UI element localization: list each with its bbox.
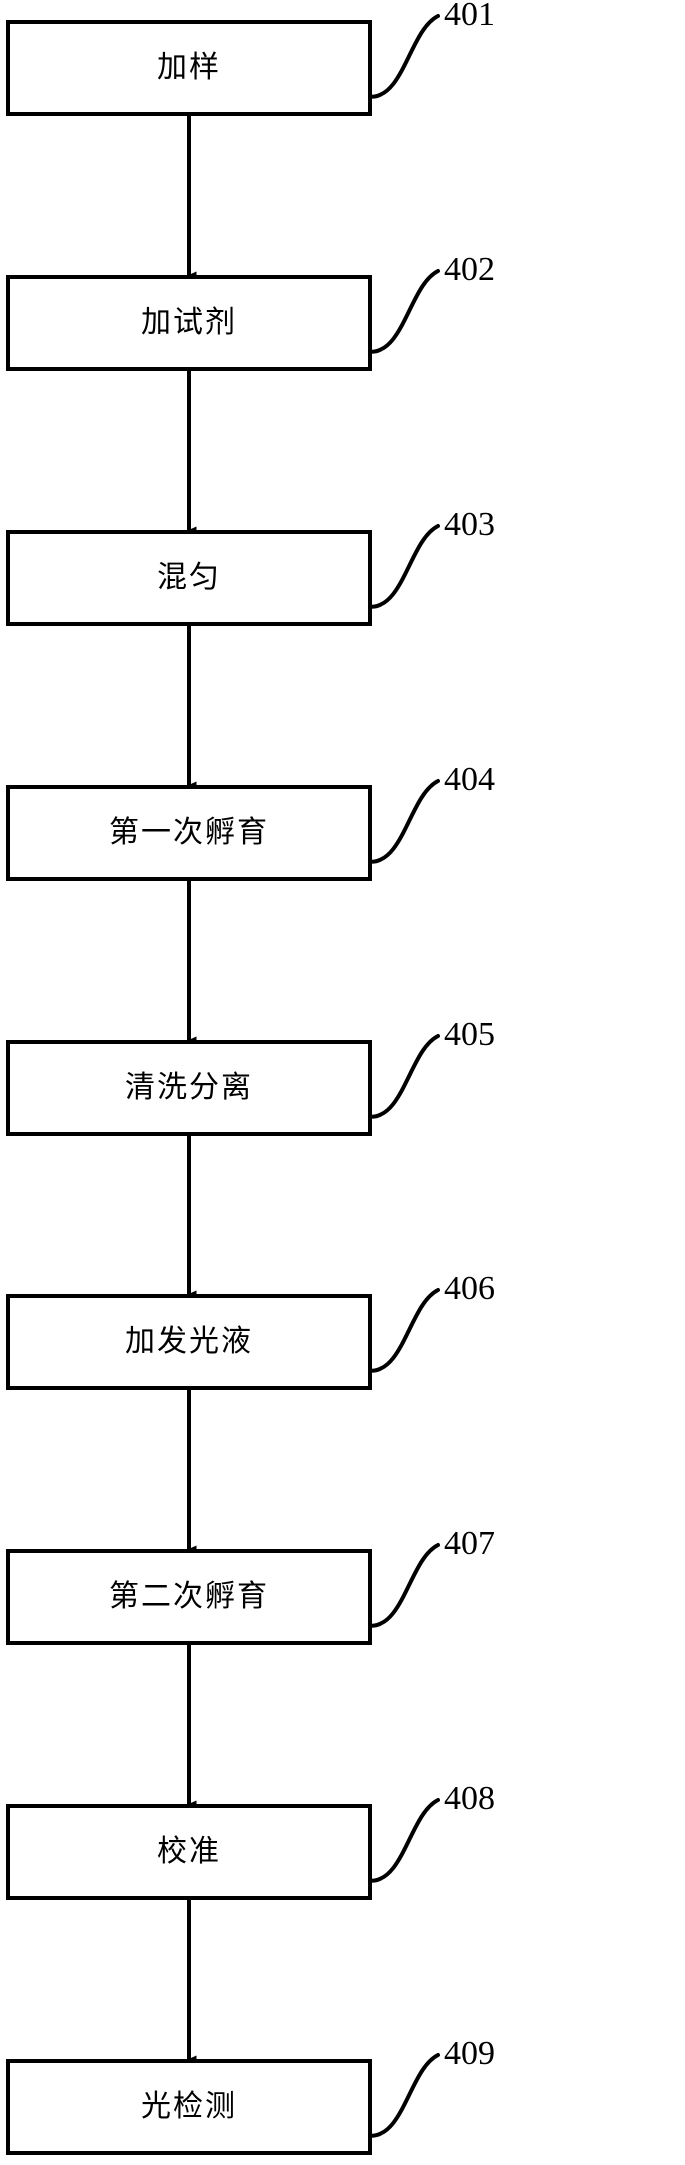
flow-node-404[interactable]: 第一次孵育	[6, 785, 372, 881]
reference-number-405: 405	[444, 1016, 495, 1053]
flow-node-405[interactable]: 清洗分离	[6, 1040, 372, 1136]
flow-node-label-406: 加发光液	[125, 1324, 253, 1359]
reference-number-402: 402	[444, 251, 495, 288]
flow-node-label-403: 混匀	[157, 560, 221, 595]
flow-node-label-408: 校准	[157, 1834, 221, 1869]
leader-line-405	[369, 1034, 440, 1119]
flow-node-406[interactable]: 加发光液	[6, 1294, 372, 1390]
flow-node-407[interactable]: 第二次孵育	[6, 1549, 372, 1645]
flow-node-label-409: 光检测	[141, 2089, 237, 2124]
leader-line-403	[369, 524, 440, 609]
flow-node-402[interactable]: 加试剂	[6, 275, 372, 371]
reference-number-403: 403	[444, 506, 495, 543]
leader-line-408	[369, 1798, 440, 1883]
flow-node-408[interactable]: 校准	[6, 1804, 372, 1900]
reference-number-406: 406	[444, 1270, 495, 1307]
flow-node-label-401: 加样	[157, 50, 221, 85]
leader-line-401	[369, 14, 440, 99]
leader-line-409	[369, 2053, 440, 2138]
reference-number-407: 407	[444, 1525, 495, 1562]
reference-number-409: 409	[444, 2035, 495, 2072]
reference-number-401: 401	[444, 0, 495, 33]
leader-line-404	[369, 779, 440, 864]
flow-node-label-404: 第一次孵育	[109, 815, 269, 850]
reference-number-404: 404	[444, 761, 495, 798]
flow-node-label-402: 加试剂	[141, 305, 237, 340]
reference-number-408: 408	[444, 1780, 495, 1817]
flow-node-label-405: 清洗分离	[125, 1070, 253, 1105]
flow-node-401[interactable]: 加样	[6, 20, 372, 116]
flow-node-label-407: 第二次孵育	[109, 1579, 269, 1614]
leader-line-402	[369, 269, 440, 354]
leader-line-407	[369, 1543, 440, 1628]
leader-line-406	[369, 1288, 440, 1373]
flow-node-403[interactable]: 混匀	[6, 530, 372, 626]
flow-node-409[interactable]: 光检测	[6, 2059, 372, 2155]
